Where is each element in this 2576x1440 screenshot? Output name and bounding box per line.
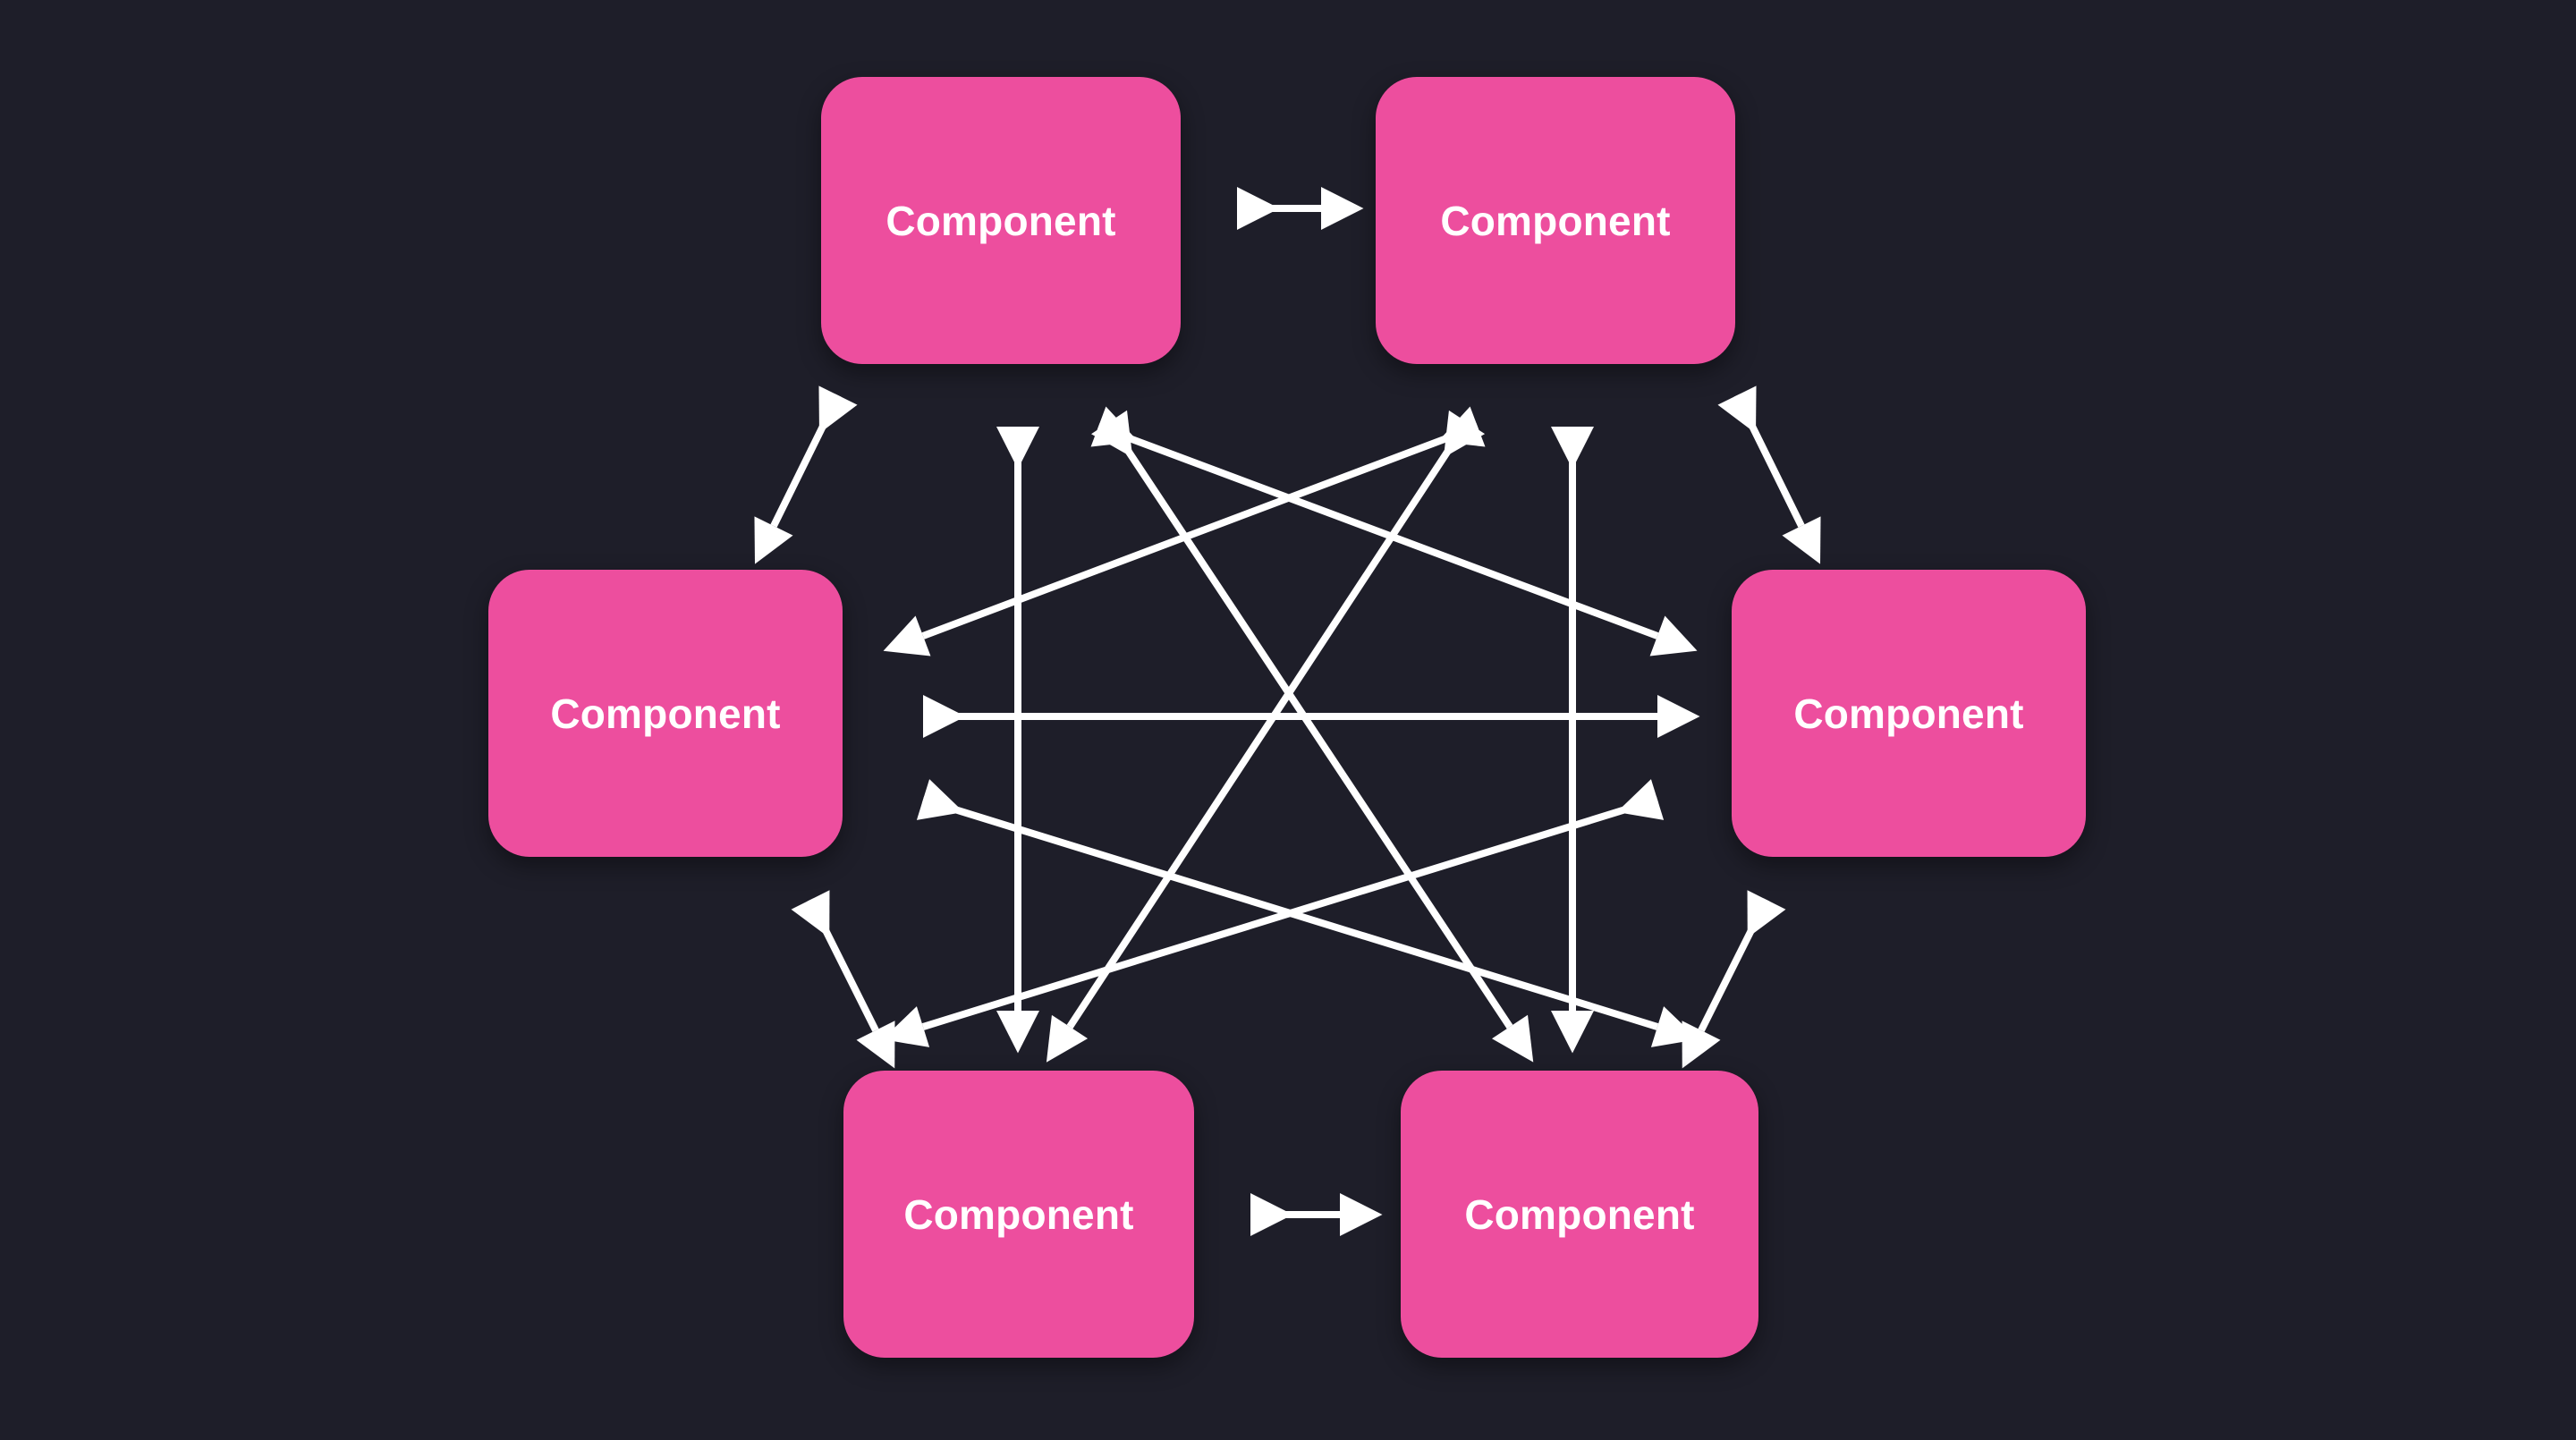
component-node-bottom-right[interactable]: Component <box>1401 1071 1758 1358</box>
component-node-middle-right[interactable]: Component <box>1732 570 2086 857</box>
component-node-bottom-left[interactable]: Component <box>843 1071 1194 1358</box>
component-node-label: Component <box>886 197 1116 244</box>
component-node-label: Component <box>550 690 781 737</box>
edge-corner-bottom-right <box>1682 890 1786 1069</box>
edge-corner-top-right <box>1717 385 1821 564</box>
edge-corner-bottom-left <box>791 890 895 1069</box>
edge-diagonal-ml-br <box>916 779 1699 1047</box>
component-node-label: Component <box>1793 690 2024 737</box>
component-node-top-right[interactable]: Component <box>1376 77 1735 364</box>
component-node-top-left[interactable]: Component <box>821 77 1181 364</box>
component-node-middle-left[interactable]: Component <box>488 570 843 857</box>
edge-diagonal-tl-mr <box>1090 406 1698 656</box>
edge-diagonal-mr-bl <box>882 779 1665 1047</box>
edge-diagonal-tr-bl <box>1046 410 1486 1063</box>
edge-corner-top-left <box>754 385 858 564</box>
component-node-label: Component <box>1464 1190 1695 1238</box>
edge-diagonal-tr-ml <box>883 406 1486 656</box>
component-node-label: Component <box>903 1190 1134 1238</box>
component-node-label: Component <box>1440 197 1671 244</box>
edge-diagonal-tl-br <box>1090 410 1534 1063</box>
